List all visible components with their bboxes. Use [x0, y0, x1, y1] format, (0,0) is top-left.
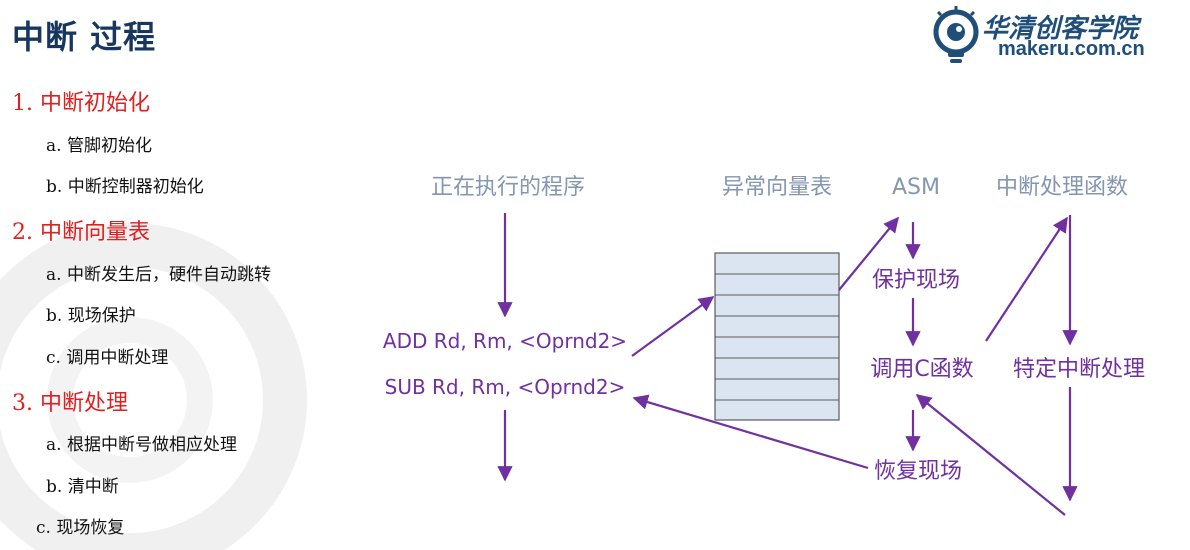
save-context-label: 保护现场	[872, 268, 960, 293]
outline-item: b. 现场保护	[46, 306, 136, 326]
outline-item: a. 根据中断号做相应处理	[46, 435, 237, 455]
outline-item: c. 现场恢复	[36, 518, 125, 538]
outline-item: b. 清中断	[46, 477, 119, 497]
outline-item: b. 中断控制器初始化	[46, 177, 204, 197]
outline-item: a. 管脚初始化	[46, 136, 152, 156]
specific-handler-label: 特定中断处理	[1013, 357, 1145, 382]
restore-context-label: 恢复现场	[874, 459, 962, 484]
outline-heading-1: 1. 中断初始化	[12, 91, 150, 116]
instruction-add: ADD Rd, Rm, <Oprnd2>	[383, 329, 627, 353]
arrow-return-to-call	[915, 394, 1066, 516]
arrow-table-to-asm	[838, 216, 899, 291]
outline-heading-3: 3. 中断处理	[12, 391, 128, 416]
lightbulb-icon	[933, 6, 979, 63]
outline-heading-2: 2. 中断向量表	[12, 220, 150, 245]
asm-label: ASM	[892, 175, 940, 200]
logo-brand-name: 华清创客学院	[982, 14, 1139, 44]
arrow-call-to-handler	[985, 216, 1068, 342]
vector-table-label: 异常向量表	[722, 175, 832, 200]
brand-logo: 华清创客学院 makeru.com.cn	[930, 4, 1170, 66]
vector-table-box	[714, 252, 840, 421]
page-title: 中断 过程	[12, 18, 157, 56]
outline-item: c. 调用中断处理	[46, 348, 169, 368]
logo-url: makeru.com.cn	[998, 38, 1145, 60]
outline-item: a. 中断发生后，硬件自动跳转	[46, 265, 271, 285]
running-program-label: 正在执行的程序	[431, 175, 585, 200]
arrow-to-vector-table	[631, 296, 715, 357]
call-c-function-label: 调用C函数	[870, 357, 973, 382]
arrow-restore-to-sub	[632, 394, 869, 470]
instruction-sub: SUB Rd, Rm, <Oprnd2>	[385, 375, 626, 399]
handler-function-label: 中断处理函数	[996, 175, 1128, 200]
